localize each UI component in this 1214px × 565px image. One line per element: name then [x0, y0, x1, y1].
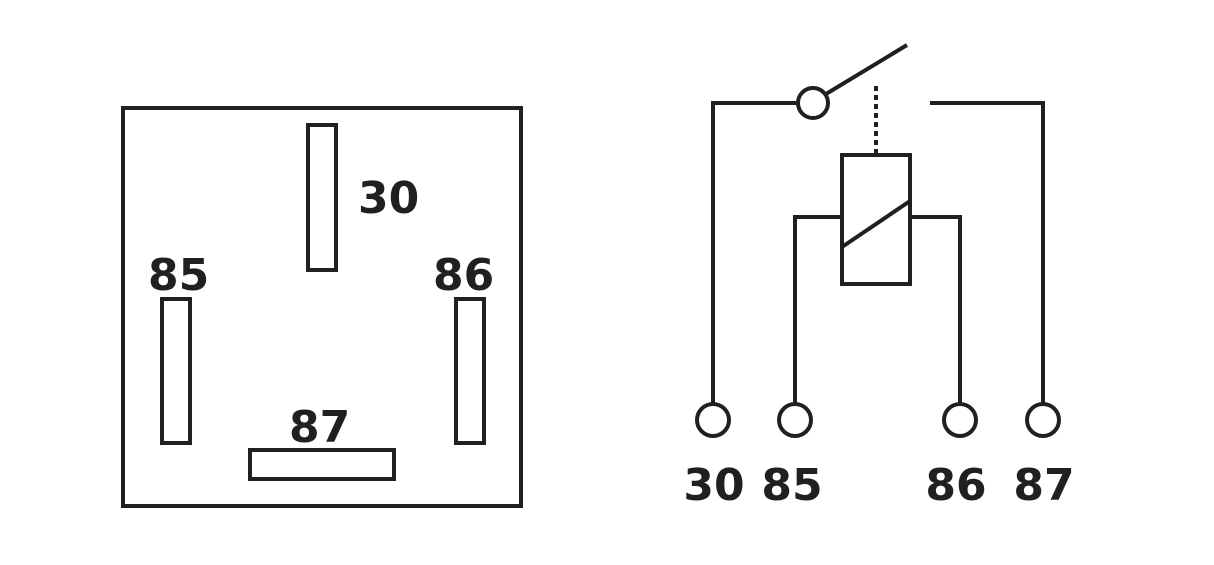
- terminal-85-label: 85: [761, 460, 822, 511]
- pin-87-label: 87: [289, 402, 350, 453]
- pin-85-blade: [160, 297, 192, 445]
- terminal-85: [777, 402, 813, 438]
- relay-schematic: 30 85 86 87: [683, 43, 1075, 511]
- pin-30-label: 30: [358, 173, 419, 224]
- pin-86-label: 86: [433, 250, 494, 301]
- coil-winding: [840, 199, 912, 249]
- terminal-86-label: 86: [925, 460, 986, 511]
- wire-30: [711, 101, 798, 404]
- relay-housing-outline: [121, 106, 523, 508]
- wire-86: [910, 215, 962, 404]
- pin-86-blade: [454, 297, 486, 445]
- coil: [840, 153, 912, 286]
- terminal-30-label: 30: [683, 460, 744, 511]
- pin-87-blade: [248, 448, 396, 481]
- terminal-87: [1025, 402, 1061, 438]
- relay-socket-view: 30 85 86 87: [121, 106, 523, 508]
- wire-87: [930, 101, 1045, 404]
- terminal-87-label: 87: [1013, 460, 1074, 511]
- pin-85-label: 85: [148, 250, 209, 301]
- wire-85: [793, 215, 842, 404]
- switch-arm: [824, 43, 909, 96]
- switch-pivot: [796, 86, 830, 120]
- terminal-86: [942, 402, 978, 438]
- pin-30-blade: [306, 123, 338, 272]
- terminal-30: [695, 402, 731, 438]
